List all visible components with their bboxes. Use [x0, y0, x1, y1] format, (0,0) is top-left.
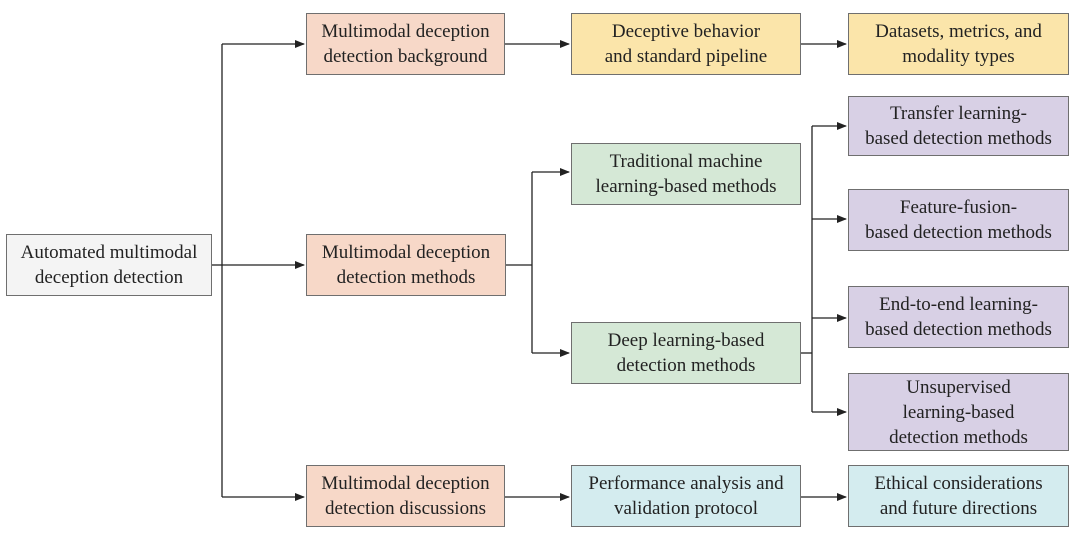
node-feature-fusion: Feature-fusion- based detection methods: [848, 189, 1069, 251]
node-root: Automated multimodal deception detection: [6, 234, 212, 296]
node-pipeline: Deceptive behavior and standard pipeline: [571, 13, 801, 75]
node-discussions: Multimodal deception detection discussio…: [306, 465, 505, 527]
node-end-to-end: End-to-end learning- based detection met…: [848, 286, 1069, 348]
node-traditional-ml: Traditional machine learning-based metho…: [571, 143, 801, 205]
node-methods: Multimodal deception detection methods: [306, 234, 506, 296]
node-performance: Performance analysis and validation prot…: [571, 465, 801, 527]
node-background: Multimodal deception detection backgroun…: [306, 13, 505, 75]
node-unsupervised: Unsupervised learning-based detection me…: [848, 373, 1069, 451]
node-deep-learning: Deep learning-based detection methods: [571, 322, 801, 384]
node-ethics: Ethical considerations and future direct…: [848, 465, 1069, 527]
node-datasets: Datasets, metrics, and modality types: [848, 13, 1069, 75]
node-transfer: Transfer learning- based detection metho…: [848, 96, 1069, 156]
